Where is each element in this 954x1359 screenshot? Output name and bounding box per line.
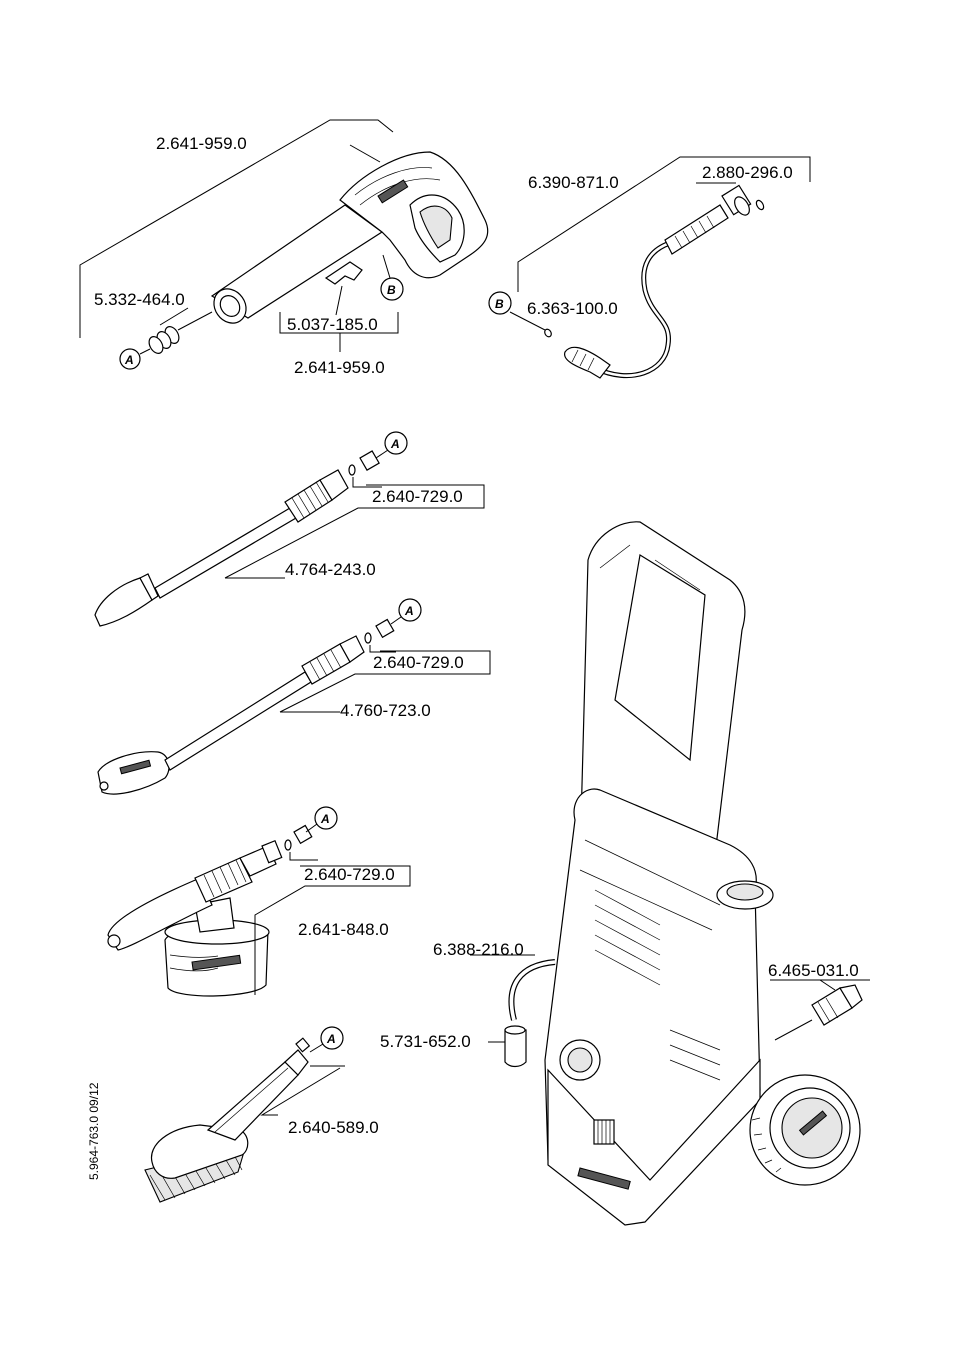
- pressure-washer-unit: 6.388-216.0 5.731-652.0 6.465-031.0: [380, 521, 870, 1226]
- label-lance2-kit: 2.640-729.0: [373, 653, 464, 672]
- label-gun-assembly-bottom: 2.641-959.0: [294, 358, 385, 377]
- lance-1: A 2.640-729.0 4.764-243.0: [94, 431, 485, 627]
- lance-2: A 2.640-729.0 4.760-723.0: [97, 598, 491, 795]
- callout-b: B: [387, 283, 396, 297]
- document-number: 5.964-763.0 09/12: [87, 1082, 101, 1180]
- label-coupling: 6.465-031.0: [768, 961, 859, 980]
- label-hose-o-ring: 6.363-100.0: [527, 299, 618, 318]
- callout-a-brush: A: [326, 1032, 336, 1046]
- label-lance2: 4.760-723.0: [340, 701, 431, 720]
- wash-brush: A 2.640-589.0: [144, 1026, 379, 1203]
- label-gun-assembly-top: 2.641-959.0: [156, 134, 247, 153]
- label-lance1-kit: 2.640-729.0: [372, 487, 463, 506]
- label-gun-clip: 5.037-185.0: [287, 315, 378, 334]
- label-detergent-tube: 6.388-216.0: [433, 940, 524, 959]
- spray-gun: A B 2.641-959.0 5.332-464.0 5.037-185.0 …: [79, 119, 489, 377]
- callout-a-foam: A: [320, 812, 330, 826]
- label-gun-o-rings: 5.332-464.0: [94, 290, 185, 309]
- label-filter: 5.731-652.0: [380, 1032, 471, 1051]
- label-foam-nozzle: 2.641-848.0: [298, 920, 389, 939]
- foam-nozzle: A 2.640-729.0 2.641-848.0: [107, 806, 411, 997]
- label-hose: 6.390-871.0: [528, 173, 619, 192]
- label-foam-kit: 2.640-729.0: [304, 865, 395, 884]
- label-brush: 2.640-589.0: [288, 1118, 379, 1137]
- callout-b-hose: B: [495, 297, 504, 311]
- callout-a-lance2: A: [404, 604, 414, 618]
- callout-a-lance1: A: [390, 437, 400, 451]
- callout-a: A: [124, 353, 134, 367]
- high-pressure-hose: B 6.390-871.0 2.880-296.0 6.363-100.0: [488, 156, 811, 379]
- label-lance1: 4.764-243.0: [285, 560, 376, 579]
- label-hose-end-seal: 2.880-296.0: [702, 163, 793, 182]
